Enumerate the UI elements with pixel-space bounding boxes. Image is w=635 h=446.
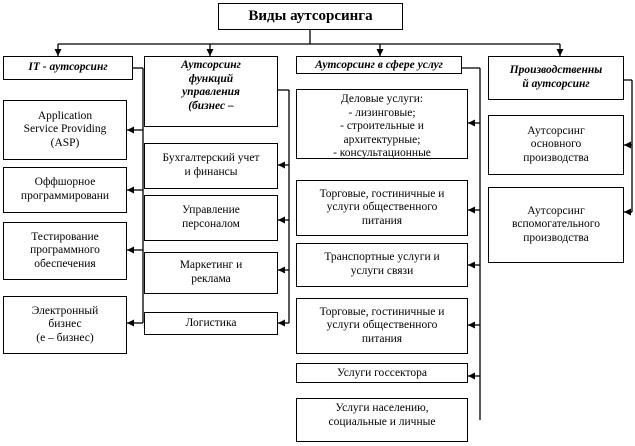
- services-item-trade-2: Торговые, гостиничные и услуги обществен…: [296, 298, 468, 354]
- mgmt-item-accounting: Бухгалтерский учет и финансы: [144, 143, 278, 189]
- it-item-ebusiness: Электронный бизнес (е – бизнес): [3, 296, 127, 354]
- mgmt-item-marketing: Маркетинг и реклама: [144, 252, 278, 294]
- production-outsourcing-header: Производственны й аутсорсинг: [488, 56, 624, 100]
- production-item-main: Аутсорсинг основного производства: [488, 115, 624, 175]
- services-outsourcing-header: Аутсорсинг в сфере услуг: [296, 56, 462, 74]
- services-item-transport: Транспортные услуги и услуги связи: [296, 243, 468, 287]
- it-item-asp: Application Service Providing (ASP): [3, 100, 127, 160]
- mgmt-item-logistics: Логистика: [144, 312, 278, 335]
- production-item-auxiliary: Аутсорсинг вспомогательного производства: [488, 187, 624, 263]
- services-item-public-sector: Услуги госсектора: [296, 363, 468, 383]
- it-item-testing: Тестирование программного обеспечения: [3, 222, 127, 280]
- services-item-population: Услуги населению, социальные и личные: [296, 398, 468, 442]
- management-outsourcing-header: Аутсорсинг функций управления (бизнес –: [144, 56, 278, 127]
- mgmt-item-hr: Управление персоналом: [144, 195, 278, 241]
- it-outsourcing-header: IT - аутсорсинг: [3, 56, 133, 80]
- it-item-offshore: Оффшорное программировани: [3, 167, 127, 213]
- diagram-title: Виды аутсорсинга: [218, 3, 403, 30]
- services-item-trade-1: Торговые, гостиничные и услуги обществен…: [296, 180, 468, 236]
- services-item-business: Деловые услуги: - лизинговые; - строител…: [296, 89, 468, 159]
